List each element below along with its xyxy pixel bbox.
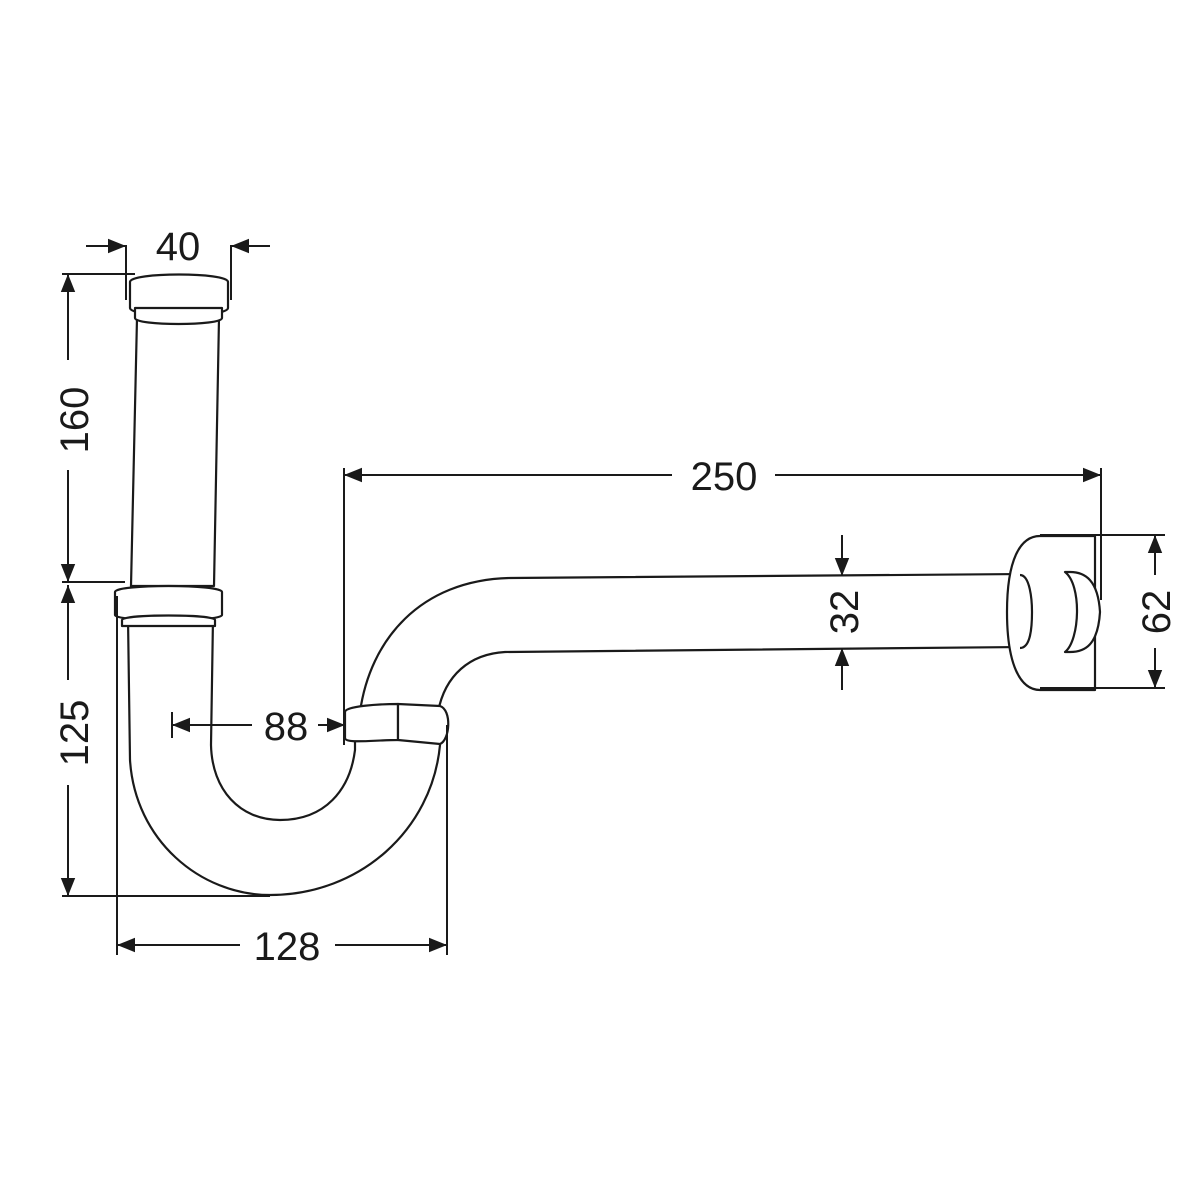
svg-text:250: 250 (691, 455, 758, 499)
collar-nut (113, 584, 224, 628)
tailpiece-tube (129, 316, 221, 588)
top-flange (128, 273, 230, 326)
svg-text:160: 160 (53, 387, 97, 454)
svg-text:128: 128 (254, 925, 321, 969)
dimension-pipe-diameter: 32 (823, 535, 867, 690)
dimension-trap-width: 128 (116, 596, 448, 969)
trap-bend (126, 616, 442, 897)
dimension-outlet-length: 250 (343, 455, 1102, 745)
wall-rosette (1005, 534, 1102, 692)
svg-text:62: 62 (1135, 590, 1179, 635)
dimension-trap-offset: 88 (171, 705, 345, 749)
dimension-rosette-diameter: 62 (1040, 534, 1179, 689)
dimension-trap-height: 125 (53, 585, 270, 897)
svg-text:125: 125 (53, 700, 97, 767)
outlet-pipe (358, 572, 1024, 714)
svg-text:40: 40 (156, 225, 201, 269)
dimension-top-width: 40 (86, 225, 270, 300)
outlet-collar (343, 702, 450, 746)
svg-text:88: 88 (264, 705, 309, 749)
svg-text:32: 32 (823, 590, 867, 635)
dimension-tailpiece-height: 160 (53, 273, 135, 583)
